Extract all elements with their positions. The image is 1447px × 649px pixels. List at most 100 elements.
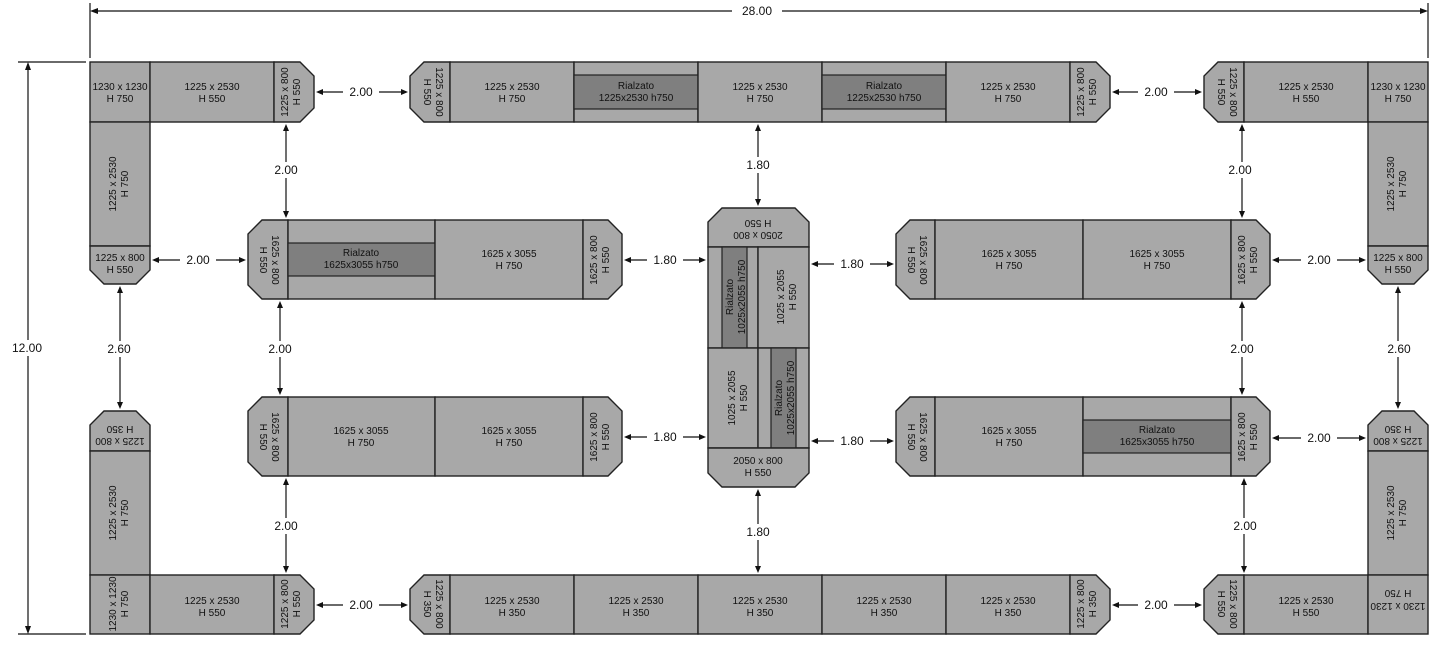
block-label: 1225 x 2530 xyxy=(608,596,663,607)
block-label: 1230 x 1230 xyxy=(1370,600,1425,611)
right-column-group: 1225 x 2530 H 750 1225 x 800 H 550 H 350… xyxy=(1367,121,1429,576)
block-label: 1625 x 800 xyxy=(917,235,928,285)
gap-dimension-label: 1.80 xyxy=(746,525,770,539)
raised-stage-block xyxy=(721,246,748,349)
inner-right-upper-stage: 1625 x 800 H 550 1625 x 3055 H 750 1625 … xyxy=(895,219,1271,300)
stage-block xyxy=(1243,61,1369,123)
gap-dimension-label: 2.00 xyxy=(349,85,373,99)
block-label: Rialzato xyxy=(618,81,655,92)
block-label: H 550 xyxy=(905,247,916,274)
arrowhead xyxy=(152,257,159,263)
stage-block xyxy=(1367,450,1429,576)
block-label: 1225 x 800 xyxy=(1076,579,1087,629)
stage-block xyxy=(287,396,436,477)
arrowhead xyxy=(1395,402,1401,409)
label-background xyxy=(1301,252,1337,268)
arrowhead xyxy=(1239,211,1245,218)
gap-dimension-label: 1.80 xyxy=(653,430,677,444)
block-label: 1225 x 2530 xyxy=(484,596,539,607)
block-label: Rialzato xyxy=(343,248,380,259)
block-label: 1625 x 3055 xyxy=(333,426,388,437)
block-label: 1625 x 800 xyxy=(269,235,280,285)
block-label: H 750 xyxy=(1398,170,1409,197)
block-label: H 550 xyxy=(107,265,134,276)
arrowhead xyxy=(401,89,408,95)
gap-dimension-label: 1.80 xyxy=(840,434,864,448)
block-label: 1230 x 1230 xyxy=(1370,82,1425,93)
gap-dimensions: 2.00 2.00 2.00 2.00 2.00 2.00 2.00 1.80 xyxy=(102,84,1416,613)
block-label: H 350 xyxy=(871,608,898,619)
block-label: H 350 xyxy=(106,423,133,434)
stage-block xyxy=(273,61,315,123)
arrowhead xyxy=(1239,301,1245,308)
block-label: 1225 x 2530 xyxy=(108,156,119,211)
block-label: H 550 xyxy=(257,247,268,274)
stage-block xyxy=(273,574,315,635)
block-label: H 550 xyxy=(257,424,268,451)
label-background xyxy=(1138,597,1174,613)
arrowhead xyxy=(316,602,323,608)
stage-block xyxy=(707,347,759,449)
stage-block xyxy=(697,574,823,635)
stage-block xyxy=(1230,396,1271,477)
arrowhead xyxy=(1272,257,1279,263)
gap-dimension-label: 2.00 xyxy=(1144,85,1168,99)
stage-block xyxy=(707,447,810,488)
gap-dimension-label: 2.60 xyxy=(107,342,131,356)
raised-stage-block xyxy=(287,242,436,277)
block-label: 1625 x 800 xyxy=(589,412,600,462)
block-label: 1225 x 2530 xyxy=(732,596,787,607)
gap-dimension-label: 2.00 xyxy=(1228,163,1252,177)
block-label: 1230 x 1230 xyxy=(92,82,147,93)
block-label: 1625x3055 h750 xyxy=(324,260,399,271)
stage-block xyxy=(1367,121,1429,247)
block-label: H 750 xyxy=(747,94,774,105)
block-label: 1625 x 3055 xyxy=(981,249,1036,260)
raised-stage-block xyxy=(821,74,947,110)
block-label: H 750 xyxy=(1385,94,1412,105)
block-label: 1225 x 2530 xyxy=(732,82,787,93)
block-label: Rialzato xyxy=(725,279,736,316)
stage-block xyxy=(1367,574,1429,635)
block-label: 1225 x 800 xyxy=(433,67,444,117)
arrowhead xyxy=(624,257,631,263)
block-label: 1225 x 800 xyxy=(1076,67,1087,117)
arrowhead xyxy=(887,438,894,444)
arrowhead xyxy=(755,489,761,496)
block-label: H 550 xyxy=(1088,78,1099,105)
label-background xyxy=(102,341,138,357)
stage-block xyxy=(945,574,1071,635)
stage-block xyxy=(434,219,584,300)
label-background xyxy=(262,341,298,357)
block-label: H 750 xyxy=(348,438,375,449)
stage-block xyxy=(434,396,584,477)
block-label: H 550 xyxy=(421,79,432,106)
block-label: H 750 xyxy=(120,590,131,617)
stage-block xyxy=(1069,574,1111,635)
arrowhead xyxy=(401,602,408,608)
arrowhead xyxy=(755,199,761,206)
block-label: H 550 xyxy=(601,423,612,450)
block-label: 1625 x 800 xyxy=(1237,235,1248,285)
arrowhead xyxy=(1272,435,1279,441)
block-label: 1225 x 2530 xyxy=(856,596,911,607)
block-label: 1625 x 3055 xyxy=(981,426,1036,437)
block-label: 2050 x 800 xyxy=(733,456,783,467)
gap-dimension-label: 1.80 xyxy=(653,253,677,267)
overall-dimensions: 28.00 12.00 xyxy=(8,3,1429,635)
block-label: H 550 xyxy=(199,608,226,619)
block-label: 1225 x 800 xyxy=(95,253,145,264)
block-label: H 550 xyxy=(1293,608,1320,619)
gap-dimension-label: 2.00 xyxy=(186,253,210,267)
block-label: 1625x3055 h750 xyxy=(1120,437,1195,448)
block-label: H 350 xyxy=(995,608,1022,619)
gap-dimension-label: 1.80 xyxy=(840,257,864,271)
left-column-group: 1225 x 2530 H 750 1225 x 800 H 550 H 350… xyxy=(89,121,151,576)
arrowhead xyxy=(1112,89,1119,95)
arrowhead xyxy=(277,301,283,308)
label-background xyxy=(647,252,683,268)
block-label: H 750 xyxy=(996,261,1023,272)
label-background xyxy=(647,429,683,445)
block-label: H 350 xyxy=(421,591,432,618)
